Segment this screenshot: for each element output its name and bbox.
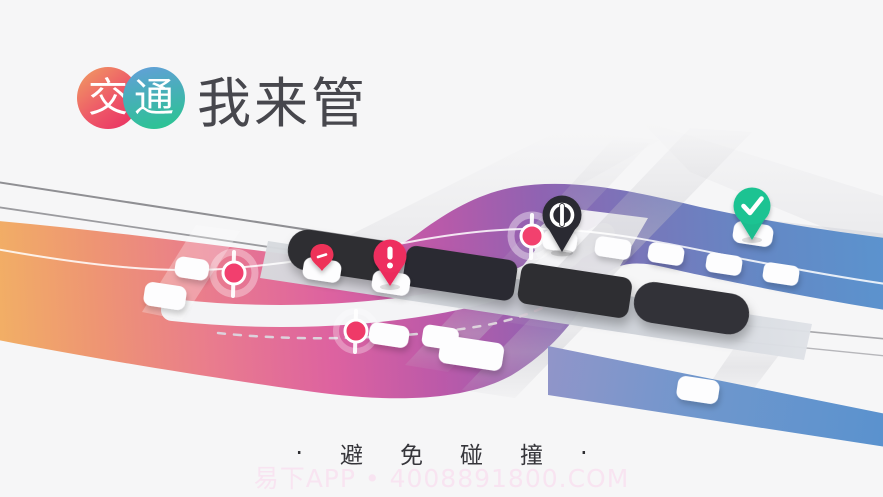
logo-char-jiao: 交 <box>88 75 128 121</box>
tagline-char: 免 <box>400 443 423 469</box>
pins <box>310 187 771 291</box>
logo-circle-tong: 通 <box>123 67 185 129</box>
tagline-char: 撞 <box>520 443 543 469</box>
stop-pin[interactable] <box>542 195 582 257</box>
vehicle <box>174 256 210 281</box>
vehicle <box>762 262 800 286</box>
tagline-left-dot: · <box>295 439 303 467</box>
vehicle <box>647 242 685 266</box>
traffic-signals <box>209 211 557 354</box>
app-logo: 交 通 我来管 <box>77 64 368 135</box>
vehicle <box>705 252 743 276</box>
checkmark-icon <box>741 196 764 216</box>
exclamation-icon <box>387 246 393 269</box>
logo-text: 我来管 <box>197 71 368 135</box>
traffic-signal[interactable] <box>507 211 557 261</box>
mini-alert-pin[interactable] <box>310 244 334 271</box>
tagline-char: 避 <box>340 443 363 469</box>
tagline-char: 碰 <box>460 443 483 469</box>
vehicle <box>368 322 410 348</box>
tagline-right-dot: · <box>580 439 588 467</box>
watermark: 易下APP • 4008891800.COM <box>253 464 630 493</box>
vehicle <box>143 282 187 310</box>
alert-pin[interactable] <box>373 239 407 291</box>
power-stop-icon <box>549 202 575 228</box>
vehicle <box>676 376 720 404</box>
tagline: · 避 免 碰 撞 · <box>0 436 883 470</box>
logo-char-tong: 通 <box>134 75 174 121</box>
dash-icon <box>316 253 328 259</box>
ok-pin[interactable] <box>733 187 771 244</box>
truck <box>421 324 504 371</box>
traffic-signal[interactable] <box>209 248 259 298</box>
vehicle <box>594 236 632 260</box>
